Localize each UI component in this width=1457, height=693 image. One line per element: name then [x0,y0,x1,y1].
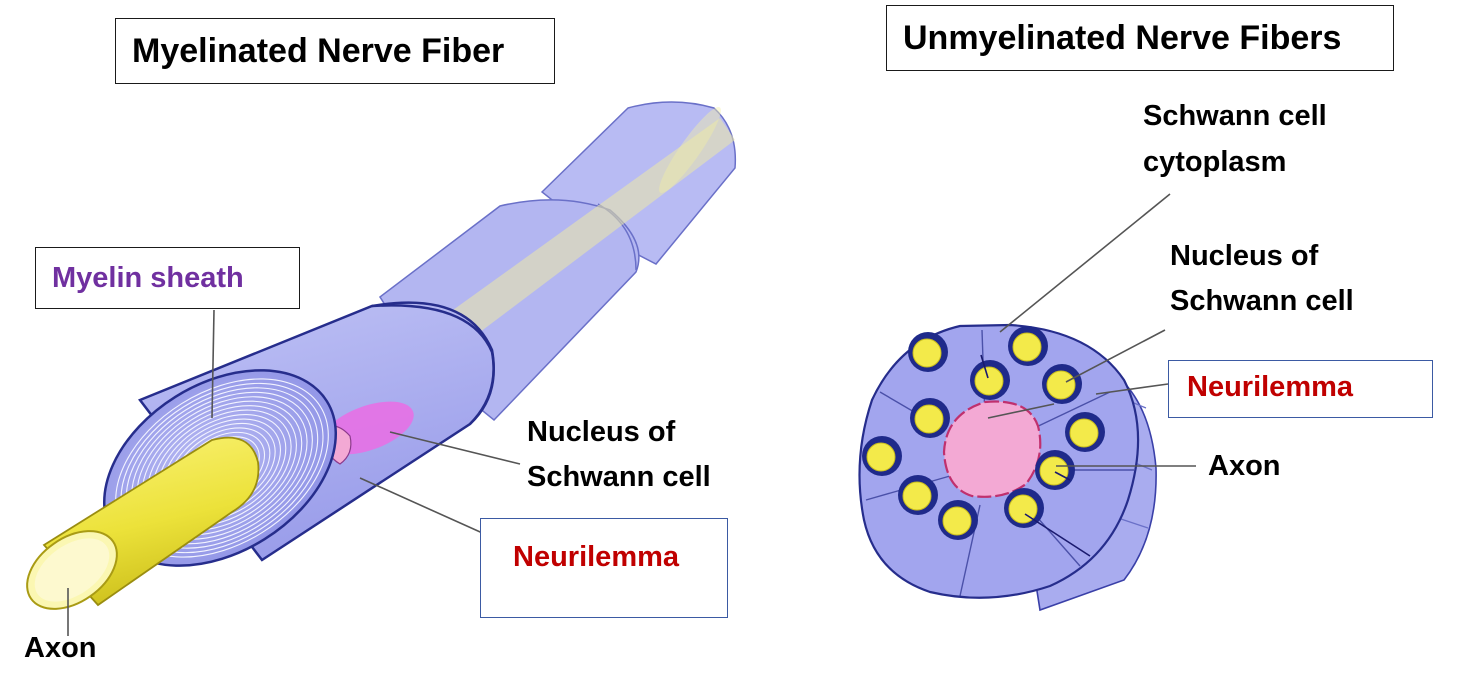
left-neurilemma-box: Neurilemma [480,518,728,618]
unmyelinated-axon [1042,364,1082,404]
cytoplasm-label-line2: cytoplasm [1143,140,1286,185]
unmyelinated-axon [1065,412,1105,452]
left-neurilemma-label: Neurilemma [513,541,679,573]
unmyelinated-axon [970,360,1010,400]
left-nucleus-label-line2: Schwann cell [527,455,711,500]
myelin-sheath-label: Myelin sheath [52,262,244,294]
left-axon-label: Axon [24,626,97,671]
unmyelinated-axon [910,398,950,438]
myelinated-title: Myelinated Nerve Fiber [132,32,504,70]
myelin-sheath-box: Myelin sheath [35,247,300,309]
right-neurilemma-label: Neurilemma [1187,371,1353,403]
unmyelinated-fiber [860,325,1157,610]
unmyelinated-title-box: Unmyelinated Nerve Fibers [886,5,1394,71]
left-nucleus-label-line1: Nucleus of [527,410,675,455]
right-axon-label: Axon [1208,444,1281,489]
unmyelinated-axon [1008,326,1048,366]
right-nucleus-label-line1: Nucleus of [1170,234,1318,279]
unmyelinated-axon [898,475,938,515]
unmyelinated-axon [1035,450,1075,490]
unmyelinated-axon [862,436,902,476]
myelinated-title-box: Myelinated Nerve Fiber [115,18,555,84]
unmyelinated-title: Unmyelinated Nerve Fibers [903,19,1341,57]
unmyelinated-axon [908,332,948,372]
cytoplasm-label-line1: Schwann cell [1143,94,1327,139]
right-nucleus-label-line2: Schwann cell [1170,279,1354,324]
right-neurilemma-box: Neurilemma [1168,360,1433,418]
unmyelinated-axon [938,500,978,540]
schwann-nucleus-right [944,402,1040,497]
